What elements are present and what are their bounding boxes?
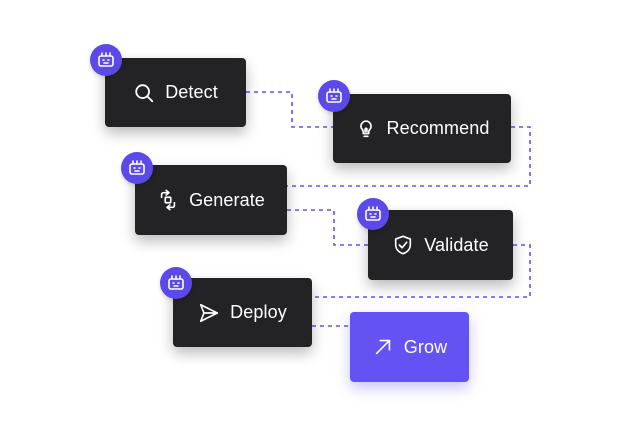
step-label: Grow	[403, 336, 448, 357]
send-icon	[198, 302, 220, 324]
step-label: Generate	[189, 189, 265, 210]
search-icon	[133, 82, 155, 104]
step-label: Detect	[165, 82, 218, 102]
step-validate: Validate	[368, 210, 513, 280]
shield-check-icon	[392, 234, 414, 256]
connector-recommend-generate	[287, 126, 531, 187]
step-grow: Grow	[350, 312, 469, 382]
step-label: Validate	[424, 234, 489, 255]
robot-icon	[160, 267, 192, 299]
robot-icon	[357, 198, 389, 230]
connector-generate-validate	[287, 209, 368, 246]
step-label: Deploy	[230, 302, 287, 322]
step-label: Recommend	[386, 118, 490, 138]
robot-icon	[318, 80, 350, 112]
regenerate-icon	[157, 189, 179, 211]
lightbulb-icon	[355, 118, 377, 140]
step-deploy: Deploy	[173, 278, 312, 347]
step-detect: Detect	[105, 58, 246, 127]
step-recommend: Recommend	[333, 94, 511, 163]
arrow-up-right-icon	[372, 336, 394, 358]
robot-icon	[90, 44, 122, 76]
step-generate: Generate	[135, 165, 287, 235]
robot-icon	[121, 152, 153, 184]
connector-validate-deploy	[312, 244, 531, 298]
